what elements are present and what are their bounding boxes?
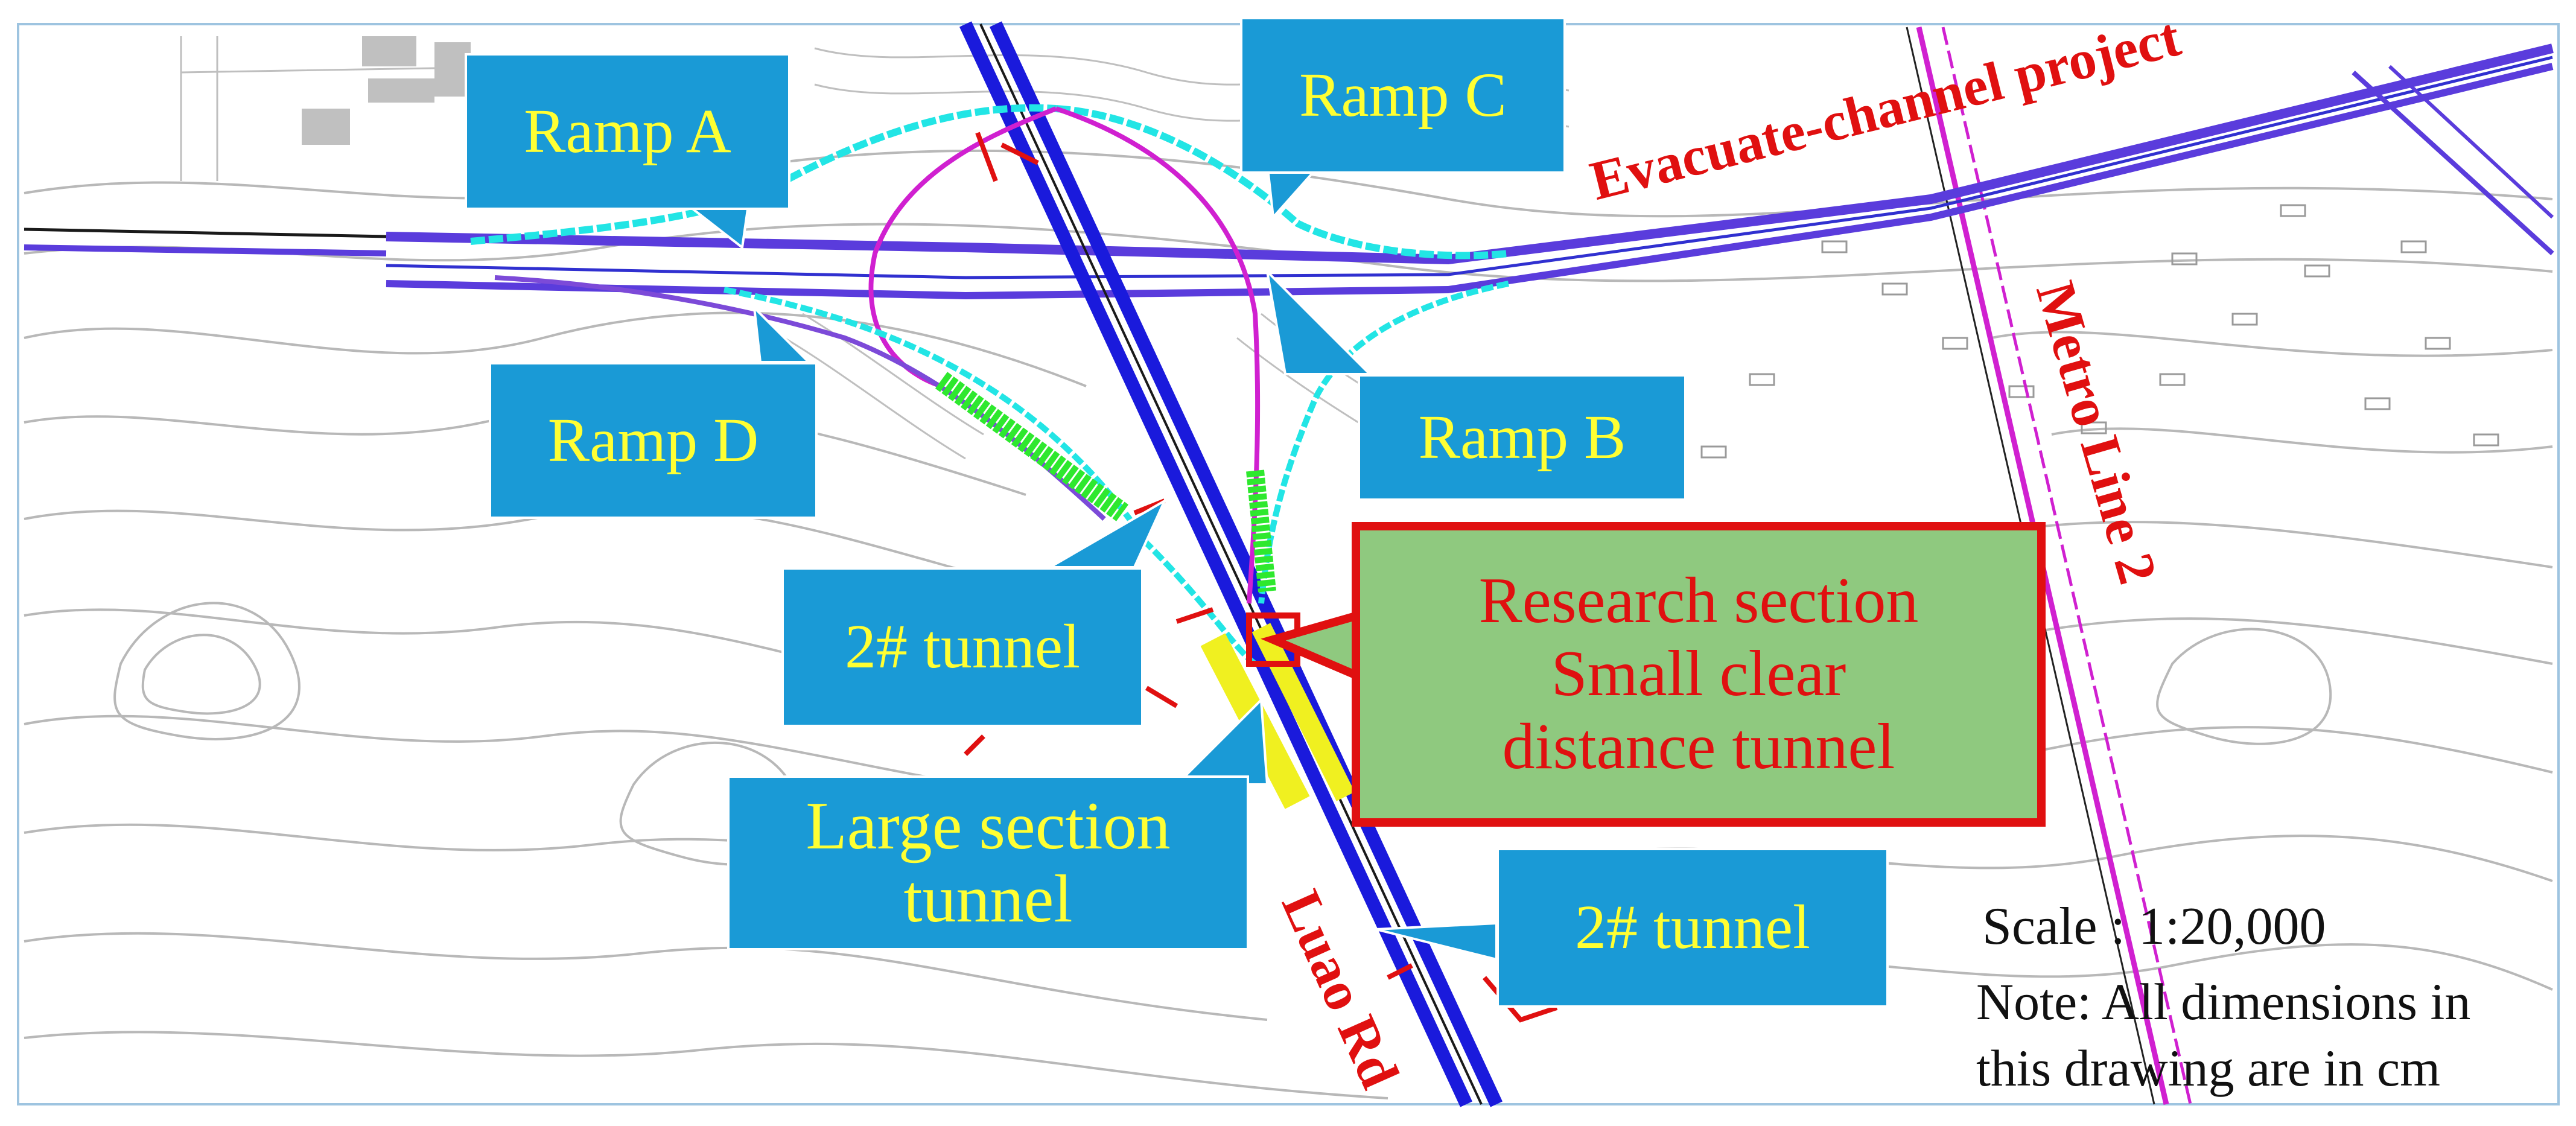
callout-ramp-a-label: Ramp A: [524, 96, 731, 166]
callout-large-section-line2: tunnel: [903, 862, 1073, 937]
callout-2-tunnel-upper: 2# tunnel: [781, 567, 1143, 727]
map-frame: [17, 23, 2560, 1105]
callout-ramp-c: Ramp C: [1240, 17, 1566, 174]
callout-ramp-c-label: Ramp C: [1299, 60, 1507, 130]
research-section-box: Research section Small clear distance tu…: [1352, 522, 2046, 827]
callout-2-tunnel-upper-label: 2# tunnel: [845, 612, 1080, 682]
note-line-1: Note: All dimensions in: [1976, 973, 2471, 1031]
callout-large-section-line1: Large section: [806, 789, 1171, 864]
callout-ramp-b-label: Ramp B: [1418, 402, 1626, 472]
research-line-2: Small clear: [1551, 638, 1846, 710]
callout-large-section-tunnel: Large section tunnel: [727, 775, 1249, 950]
luao-road: [959, 21, 1503, 1107]
building-outlines: [1700, 204, 2499, 459]
callout-ramp-d: Ramp D: [489, 362, 818, 519]
callout-ramp-b: Ramp B: [1358, 374, 1687, 501]
evacuate-channel-road: [24, 43, 2554, 300]
callout-ramp-d-label: Ramp D: [547, 405, 759, 475]
callout-2-tunnel-lower: 2# tunnel: [1496, 848, 1889, 1008]
research-line-1: Research section: [1478, 565, 1919, 637]
callout-2-tunnel-lower-label: 2# tunnel: [1575, 892, 1810, 962]
note-line-2: this drawing are in cm: [1976, 1039, 2441, 1097]
research-line-3: distance tunnel: [1502, 710, 1895, 783]
callout-ramp-a: Ramp A: [465, 53, 790, 210]
scale-text: Scale : 1:20,000: [1982, 897, 2326, 956]
callout-pointers: [684, 162, 1498, 961]
